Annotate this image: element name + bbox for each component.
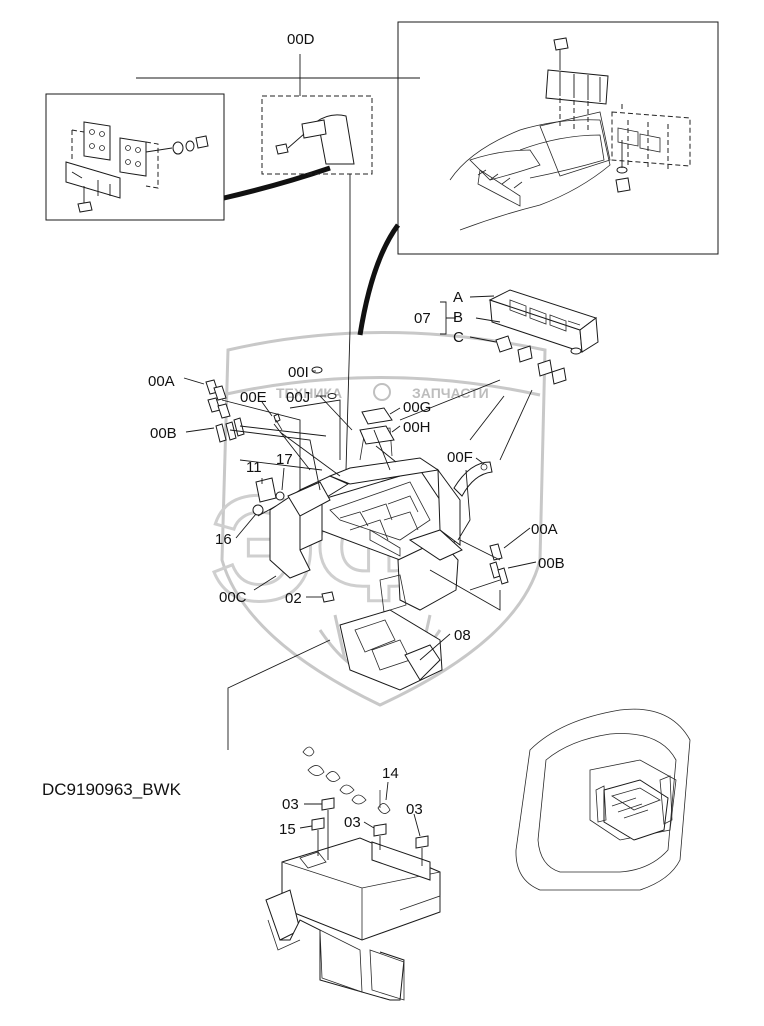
- cab-thumbnail: [515, 708, 691, 891]
- callout-08: 08: [454, 627, 471, 644]
- callout-00E: 00E: [240, 389, 267, 406]
- callout-14: 14: [382, 765, 399, 782]
- watermark-text-right: ЗАПЧАСТИ: [412, 385, 489, 401]
- callout-03-b: 03: [344, 814, 361, 831]
- callout-00B-left: 00B: [150, 425, 177, 442]
- callout-00C: 00C: [219, 589, 247, 606]
- callout-03-a: 03: [282, 796, 299, 813]
- callout-07-C: C: [453, 329, 464, 346]
- detail-00D: [136, 54, 420, 471]
- switch-panel-07: [399, 289, 599, 461]
- callout-00I: 00I: [288, 364, 309, 381]
- label-leaders: [183, 370, 537, 661]
- detail-box-left: [45, 93, 225, 221]
- callout-16: 16: [215, 531, 232, 548]
- watermark-text-left: ТЕХНИКА: [276, 385, 342, 401]
- callout-00F: 00F: [447, 449, 473, 466]
- callout-07-B: B: [453, 309, 463, 326]
- callout-02: 02: [285, 590, 302, 607]
- callout-00G: 00G: [403, 399, 431, 416]
- callout-labels: 00D 00A 00B 00E 00I 00J 00G 00H 00F 07 A…: [42, 31, 565, 838]
- callout-03-c: 03: [406, 801, 423, 818]
- base-frame: [265, 746, 441, 1001]
- drawing-id: DC9190963_BWK: [42, 780, 182, 799]
- callout-00A-left: 00A: [148, 373, 175, 390]
- callout-00J: 00J: [286, 389, 310, 406]
- console-assembly: [205, 366, 509, 750]
- callout-00B-right: 00B: [538, 555, 565, 572]
- callout-11: 11: [246, 459, 262, 476]
- callout-00D: 00D: [287, 31, 315, 48]
- link-curve-right: [357, 223, 401, 336]
- watermark-gear-icon: [373, 383, 391, 401]
- callout-17: 17: [276, 451, 293, 468]
- callout-00A-right: 00A: [531, 521, 558, 538]
- detail-box-right: [397, 21, 719, 255]
- callout-15: 15: [279, 821, 296, 838]
- callout-00H: 00H: [403, 419, 431, 436]
- callout-07: 07: [414, 310, 431, 327]
- link-curve-left: [223, 165, 331, 201]
- callout-07-A: A: [453, 289, 463, 306]
